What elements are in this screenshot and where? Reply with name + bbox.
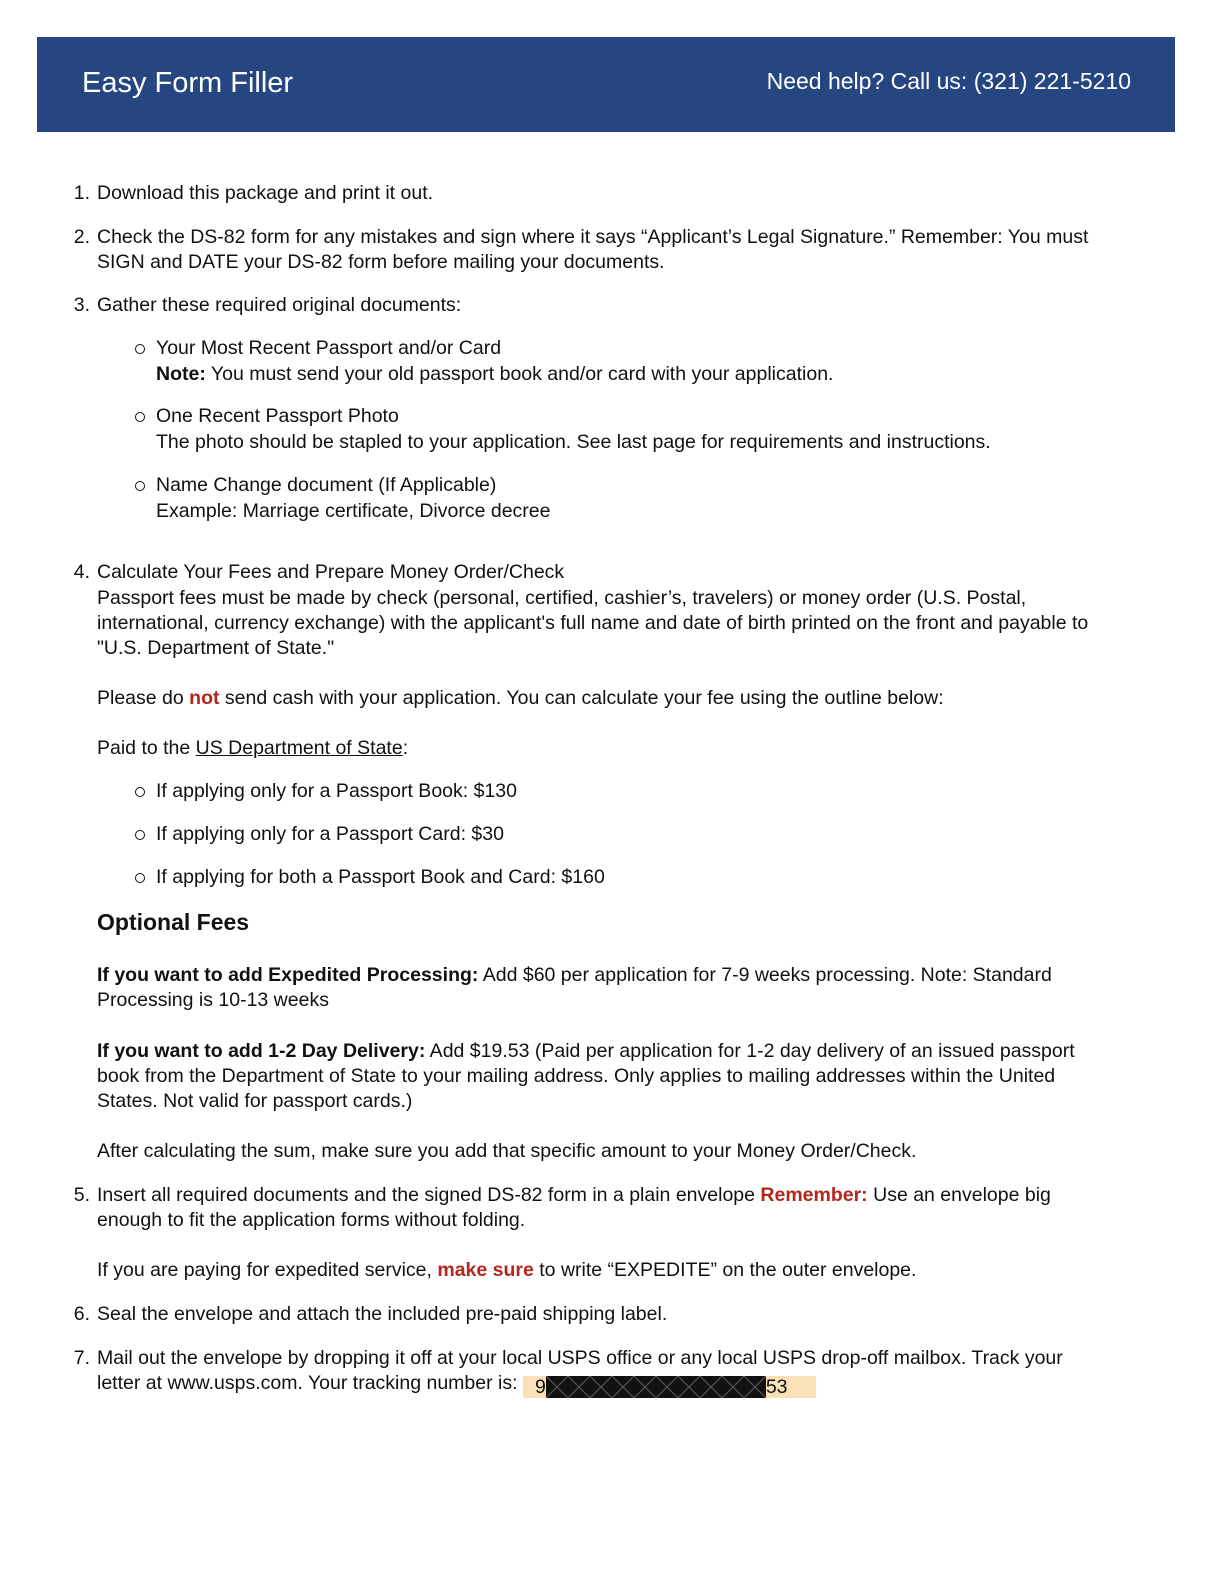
doc-2-title: One Recent Passport Photo — [156, 405, 399, 427]
fee-book: If applying only for a Passport Book: $1… — [156, 780, 517, 802]
make-sure: make sure — [437, 1259, 534, 1281]
step-number: 6. — [73, 1303, 90, 1325]
step-5-l2: enough to fit the application forms with… — [97, 1209, 526, 1231]
paid-pre: Paid to the — [97, 737, 196, 759]
step-number: 4. — [73, 561, 90, 583]
bullet-icon — [135, 830, 145, 840]
cash-post: send cash with your application. You can… — [219, 687, 944, 709]
expedite-post: to write “EXPEDITE” on the outer envelop… — [533, 1259, 917, 1281]
fee-both: If applying for both a Passport Book and… — [156, 866, 605, 888]
step-7-l2-text: letter at www.usps.com. Your tracking nu… — [97, 1372, 518, 1394]
tracking-end: 53 — [765, 1376, 788, 1398]
step-1-text: Download this package and print it out. — [97, 182, 434, 204]
paid-to: Paid to the US Department of State: — [97, 736, 1177, 761]
bullet-icon — [135, 787, 145, 797]
redaction-block — [545, 1376, 766, 1398]
remember-label: Remember: — [760, 1184, 868, 1206]
step-5-post: Use an envelope big — [867, 1184, 1051, 1206]
delivery-l2: book from the Department of State to you… — [97, 1065, 1056, 1087]
page-header: Easy Form Filler Need help? Call us: (32… — [37, 37, 1175, 132]
step-3-text: Gather these required original documents… — [97, 294, 462, 316]
step-number: 5. — [73, 1184, 90, 1206]
delivery-l3: States. Not valid for passport cards.) — [97, 1090, 413, 1112]
doc-1-note: Note: You must send your old passport bo… — [156, 362, 1156, 387]
redaction-pattern — [545, 1376, 766, 1398]
step-4-title: Calculate Your Fees and Prepare Money Or… — [97, 561, 565, 583]
fee-card: If applying only for a Passport Card: $3… — [156, 823, 504, 845]
note-label: Note: — [156, 363, 206, 385]
dept-state-link: US Department of State — [195, 737, 403, 759]
step-7-l2: letter at www.usps.com. Your tracking nu… — [97, 1371, 1177, 1398]
cash-pre: Please do — [97, 687, 190, 709]
tracking-number[interactable]: 9 53 — [522, 1376, 816, 1398]
step-number: 7. — [73, 1347, 90, 1369]
help-phone: Need help? Call us: (321) 221-5210 — [766, 68, 1131, 94]
step-5-l1: Insert all required documents and the si… — [97, 1183, 1177, 1208]
brand-title: Easy Form Filler — [82, 67, 294, 99]
step-5-pre: Insert all required documents and the si… — [97, 1184, 761, 1206]
note-text: You must send your old passport book and… — [205, 363, 834, 385]
expedited-text: Add $60 per application for 7-9 weeks pr… — [478, 964, 1052, 986]
bullet-icon — [135, 873, 145, 883]
bullet-icon — [135, 412, 145, 422]
expedited-l2: Processing is 10-13 weeks — [97, 989, 329, 1011]
paid-post: : — [402, 737, 409, 759]
tracking-start: 9 — [534, 1376, 546, 1398]
step-4-para-l1: Passport fees must be made by check (per… — [97, 587, 1027, 609]
step-2-line2: SIGN and DATE your DS-82 form before mai… — [97, 251, 665, 273]
bullet-icon — [135, 481, 145, 491]
step-number: 3. — [73, 294, 90, 316]
optional-fees-heading: Optional Fees — [97, 909, 250, 935]
delivery-l1: If you want to add 1-2 Day Delivery: Add… — [97, 1039, 1177, 1064]
delivery-label: If you want to add 1-2 Day Delivery: — [97, 1040, 426, 1062]
doc-3-title: Name Change document (If Applicable) — [156, 474, 497, 496]
doc-2-desc: The photo should be stapled to your appl… — [156, 431, 991, 453]
expedite-note: If you are paying for expedited service,… — [97, 1258, 1177, 1283]
step-6-text: Seal the envelope and attach the include… — [97, 1303, 668, 1325]
expedited-label: If you want to add Expedited Processing: — [97, 964, 479, 986]
cash-not: not — [189, 687, 220, 709]
expedite-pre: If you are paying for expedited service, — [97, 1259, 438, 1281]
sum-note: After calculating the sum, make sure you… — [97, 1140, 917, 1162]
step-4-para-l3: "U.S. Department of State." — [97, 637, 335, 659]
step-number: 2. — [73, 226, 90, 248]
step-4-para-l2: international, currency exchange) with t… — [97, 612, 1089, 634]
step-2-line1: Check the DS-82 form for any mistakes an… — [97, 226, 1089, 248]
delivery-text: Add $19.53 (Paid per application for 1-2… — [425, 1040, 1075, 1062]
bullet-icon — [135, 344, 145, 354]
cash-warning: Please do not send cash with your applic… — [97, 686, 1177, 711]
doc-1-title: Your Most Recent Passport and/or Card — [156, 337, 502, 359]
step-number: 1. — [73, 182, 90, 204]
step-7-l1: Mail out the envelope by dropping it off… — [97, 1347, 1063, 1369]
doc-3-desc: Example: Marriage certificate, Divorce d… — [156, 500, 551, 522]
expedited-l1: If you want to add Expedited Processing:… — [97, 963, 1177, 988]
